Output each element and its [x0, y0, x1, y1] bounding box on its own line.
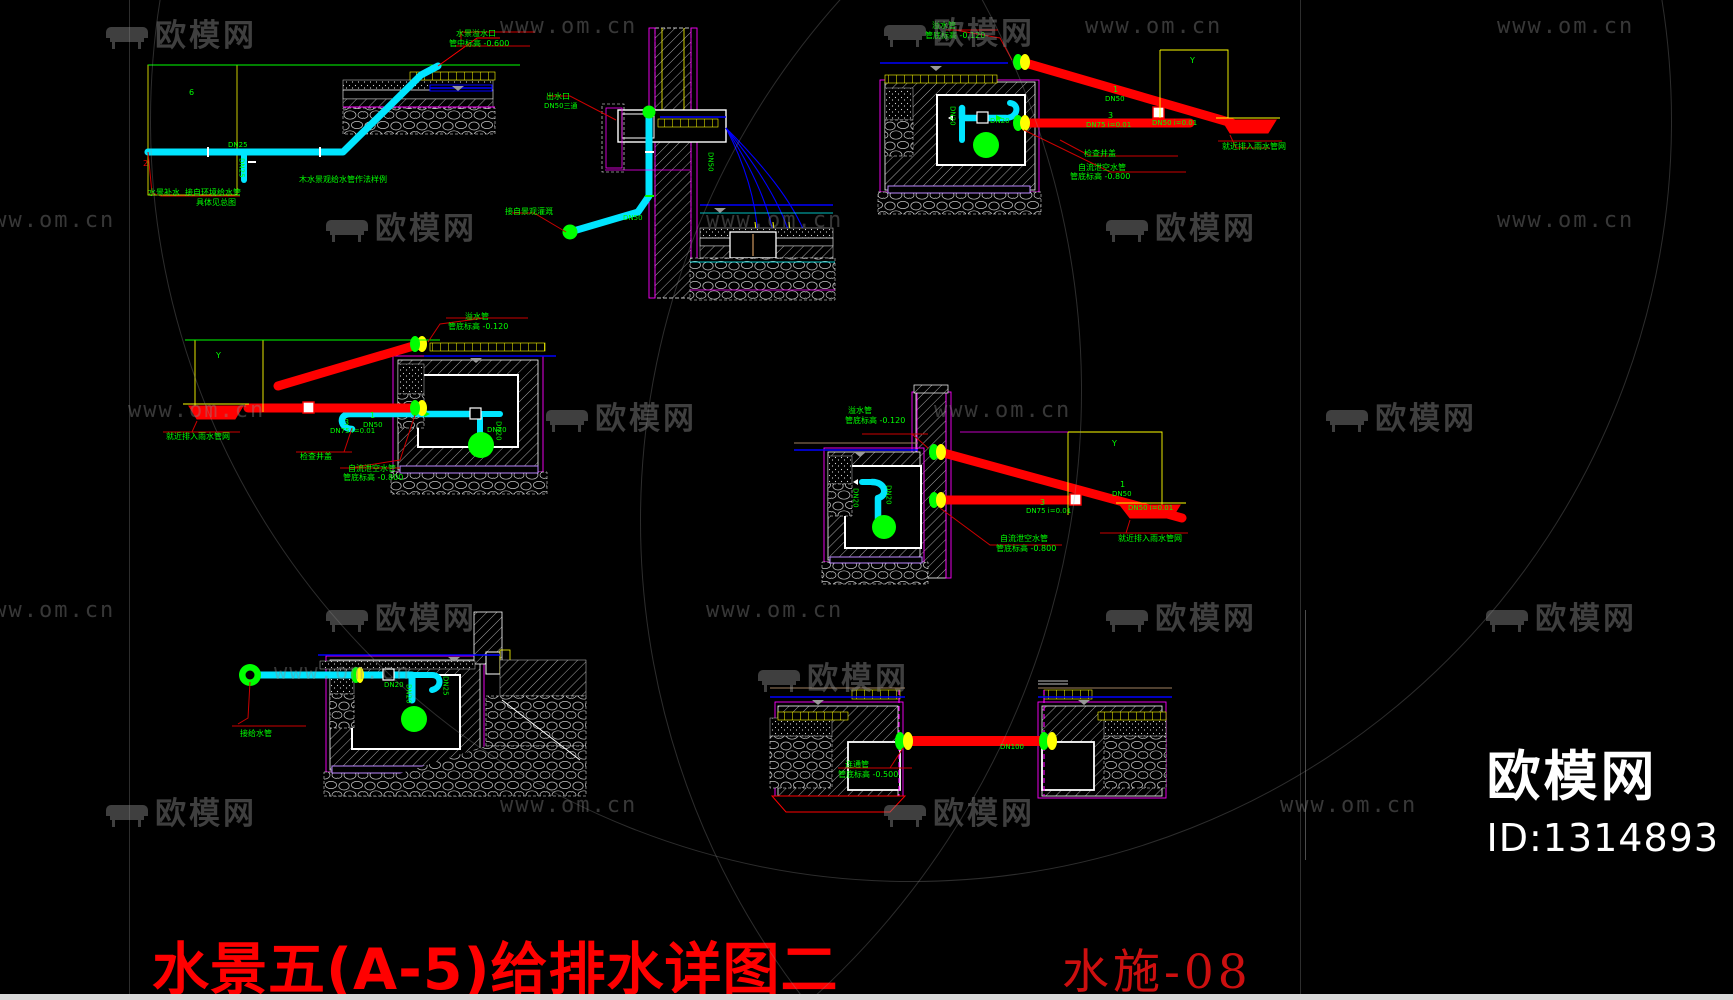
label-elevation: 管中标高 -0.600 — [449, 39, 510, 48]
label-callout: 3 — [1040, 498, 1046, 507]
label-pipe-size: DN50 — [1112, 490, 1132, 498]
label-pipe-size: DN100 — [1000, 743, 1024, 751]
label-pipe-size: DN75 i=0.01 — [330, 427, 376, 435]
label-pipe-size: DN20 — [884, 485, 893, 505]
detail-mid-left — [163, 317, 556, 495]
drawing-title: 水景五(A-5)给排水详图二 — [152, 937, 839, 1000]
label-dimension: Y — [1112, 439, 1117, 448]
label-pipe-size: DN20 — [384, 681, 404, 689]
label-note: 接自环境给水管 — [185, 188, 241, 197]
site-badge: 欧模网 ID:1314893 — [1486, 749, 1719, 860]
detail-bottom-right — [769, 680, 1172, 813]
label-dimension: Y — [216, 351, 221, 360]
label-callout: 1 — [1113, 85, 1119, 94]
label-note: 就近排入雨水管网 — [1118, 534, 1182, 543]
label-note: 检查井盖 — [1084, 149, 1116, 158]
label-dimension: 6 — [189, 88, 195, 97]
detail-mid-right — [794, 384, 1188, 585]
label-note: 溢水管 — [465, 312, 489, 321]
label-callout: 1 — [370, 411, 376, 420]
label-note: 水景补水 — [148, 188, 180, 197]
label-pipe-size: DN25 — [237, 158, 246, 178]
label-note: 自流泄空水管 — [1078, 163, 1126, 172]
label-note: 接自景观灌溉 — [505, 207, 553, 216]
label-pipe-size: DN50 i=0.01 — [1128, 504, 1174, 512]
model-id: ID:1314893 — [1486, 816, 1719, 860]
label-callout: 3 — [1108, 111, 1114, 120]
label-pipe-size: DN50 — [363, 421, 383, 429]
label-pipe-size: DN20 — [404, 684, 413, 704]
label-note: 出水口 — [546, 92, 570, 101]
site-logo: 欧模网 — [1486, 745, 1658, 809]
label-note: 溢水管 — [848, 406, 872, 415]
label-note: 溢水管 — [932, 21, 956, 30]
label-pipe-size: DN50 i=0.01 — [1152, 119, 1198, 127]
label-note: 具体见总图 — [196, 198, 236, 207]
label-pipe-size: DN75 i=0.01 — [1026, 507, 1072, 515]
label-pipe-size: DN20 — [494, 421, 503, 441]
label-pipe-size: DN50三通 — [544, 102, 578, 110]
label-elevation: 管底标高 -0.120 — [845, 416, 906, 425]
label-pipe-size: DN50 — [1105, 95, 1125, 103]
label-pipe-size: DN50 — [623, 214, 643, 222]
label-note: 连通管 — [845, 760, 869, 769]
label-note: 就近排入雨水管网 — [166, 432, 230, 441]
detail-top-left — [144, 37, 520, 197]
label-elevation: 管底标高 -0.800 — [996, 544, 1057, 553]
label-pipe-size: DN50 — [706, 152, 715, 172]
label-note: 接给水管 — [240, 729, 272, 738]
label-elevation: 管底标高 -0.500 — [838, 770, 899, 779]
detail-top-right — [877, 29, 1282, 215]
detail-bottom-left — [232, 611, 587, 797]
label-elevation: 管底标高 -0.120 — [925, 31, 986, 40]
label-callout: 1 — [1120, 480, 1126, 489]
label-pipe-size: DN75 i=0.01 — [1086, 121, 1132, 129]
label-pipe-size: DN25 — [228, 141, 248, 149]
label-pipe-size: DN20 — [990, 117, 1010, 125]
badge-divider — [1305, 610, 1306, 860]
label-dimension: Y — [1190, 56, 1195, 65]
label-note: 检查井盖 — [300, 452, 332, 461]
label-note: 水景溢水口 — [456, 29, 496, 38]
bottom-bar — [0, 994, 1733, 1000]
label-callout: 2 — [143, 159, 149, 168]
label-pipe-size: DN20 — [851, 488, 860, 508]
label-pipe-size: DN25 — [441, 676, 450, 696]
label-callout: 3 — [344, 418, 350, 427]
label-elevation: 管底标高 -0.800 — [343, 473, 404, 482]
sheet-number: 水施-08 — [1062, 945, 1252, 1000]
label-note: 自流泄空水管 — [1000, 534, 1048, 543]
detail-top-middle — [455, 27, 836, 301]
label-pipe-size: DN20 — [948, 106, 957, 126]
label-elevation: 管底标高 -0.800 — [1070, 172, 1131, 181]
label-note: 自流泄空水管 — [348, 464, 396, 473]
label-elevation: 管底标高 -0.120 — [448, 322, 509, 331]
label-pipe-size: DN20 — [487, 426, 507, 434]
label-note: 就近排入雨水管网 — [1222, 142, 1286, 151]
label-detail-caption: 木水景观给水管作法样例 — [299, 175, 387, 184]
